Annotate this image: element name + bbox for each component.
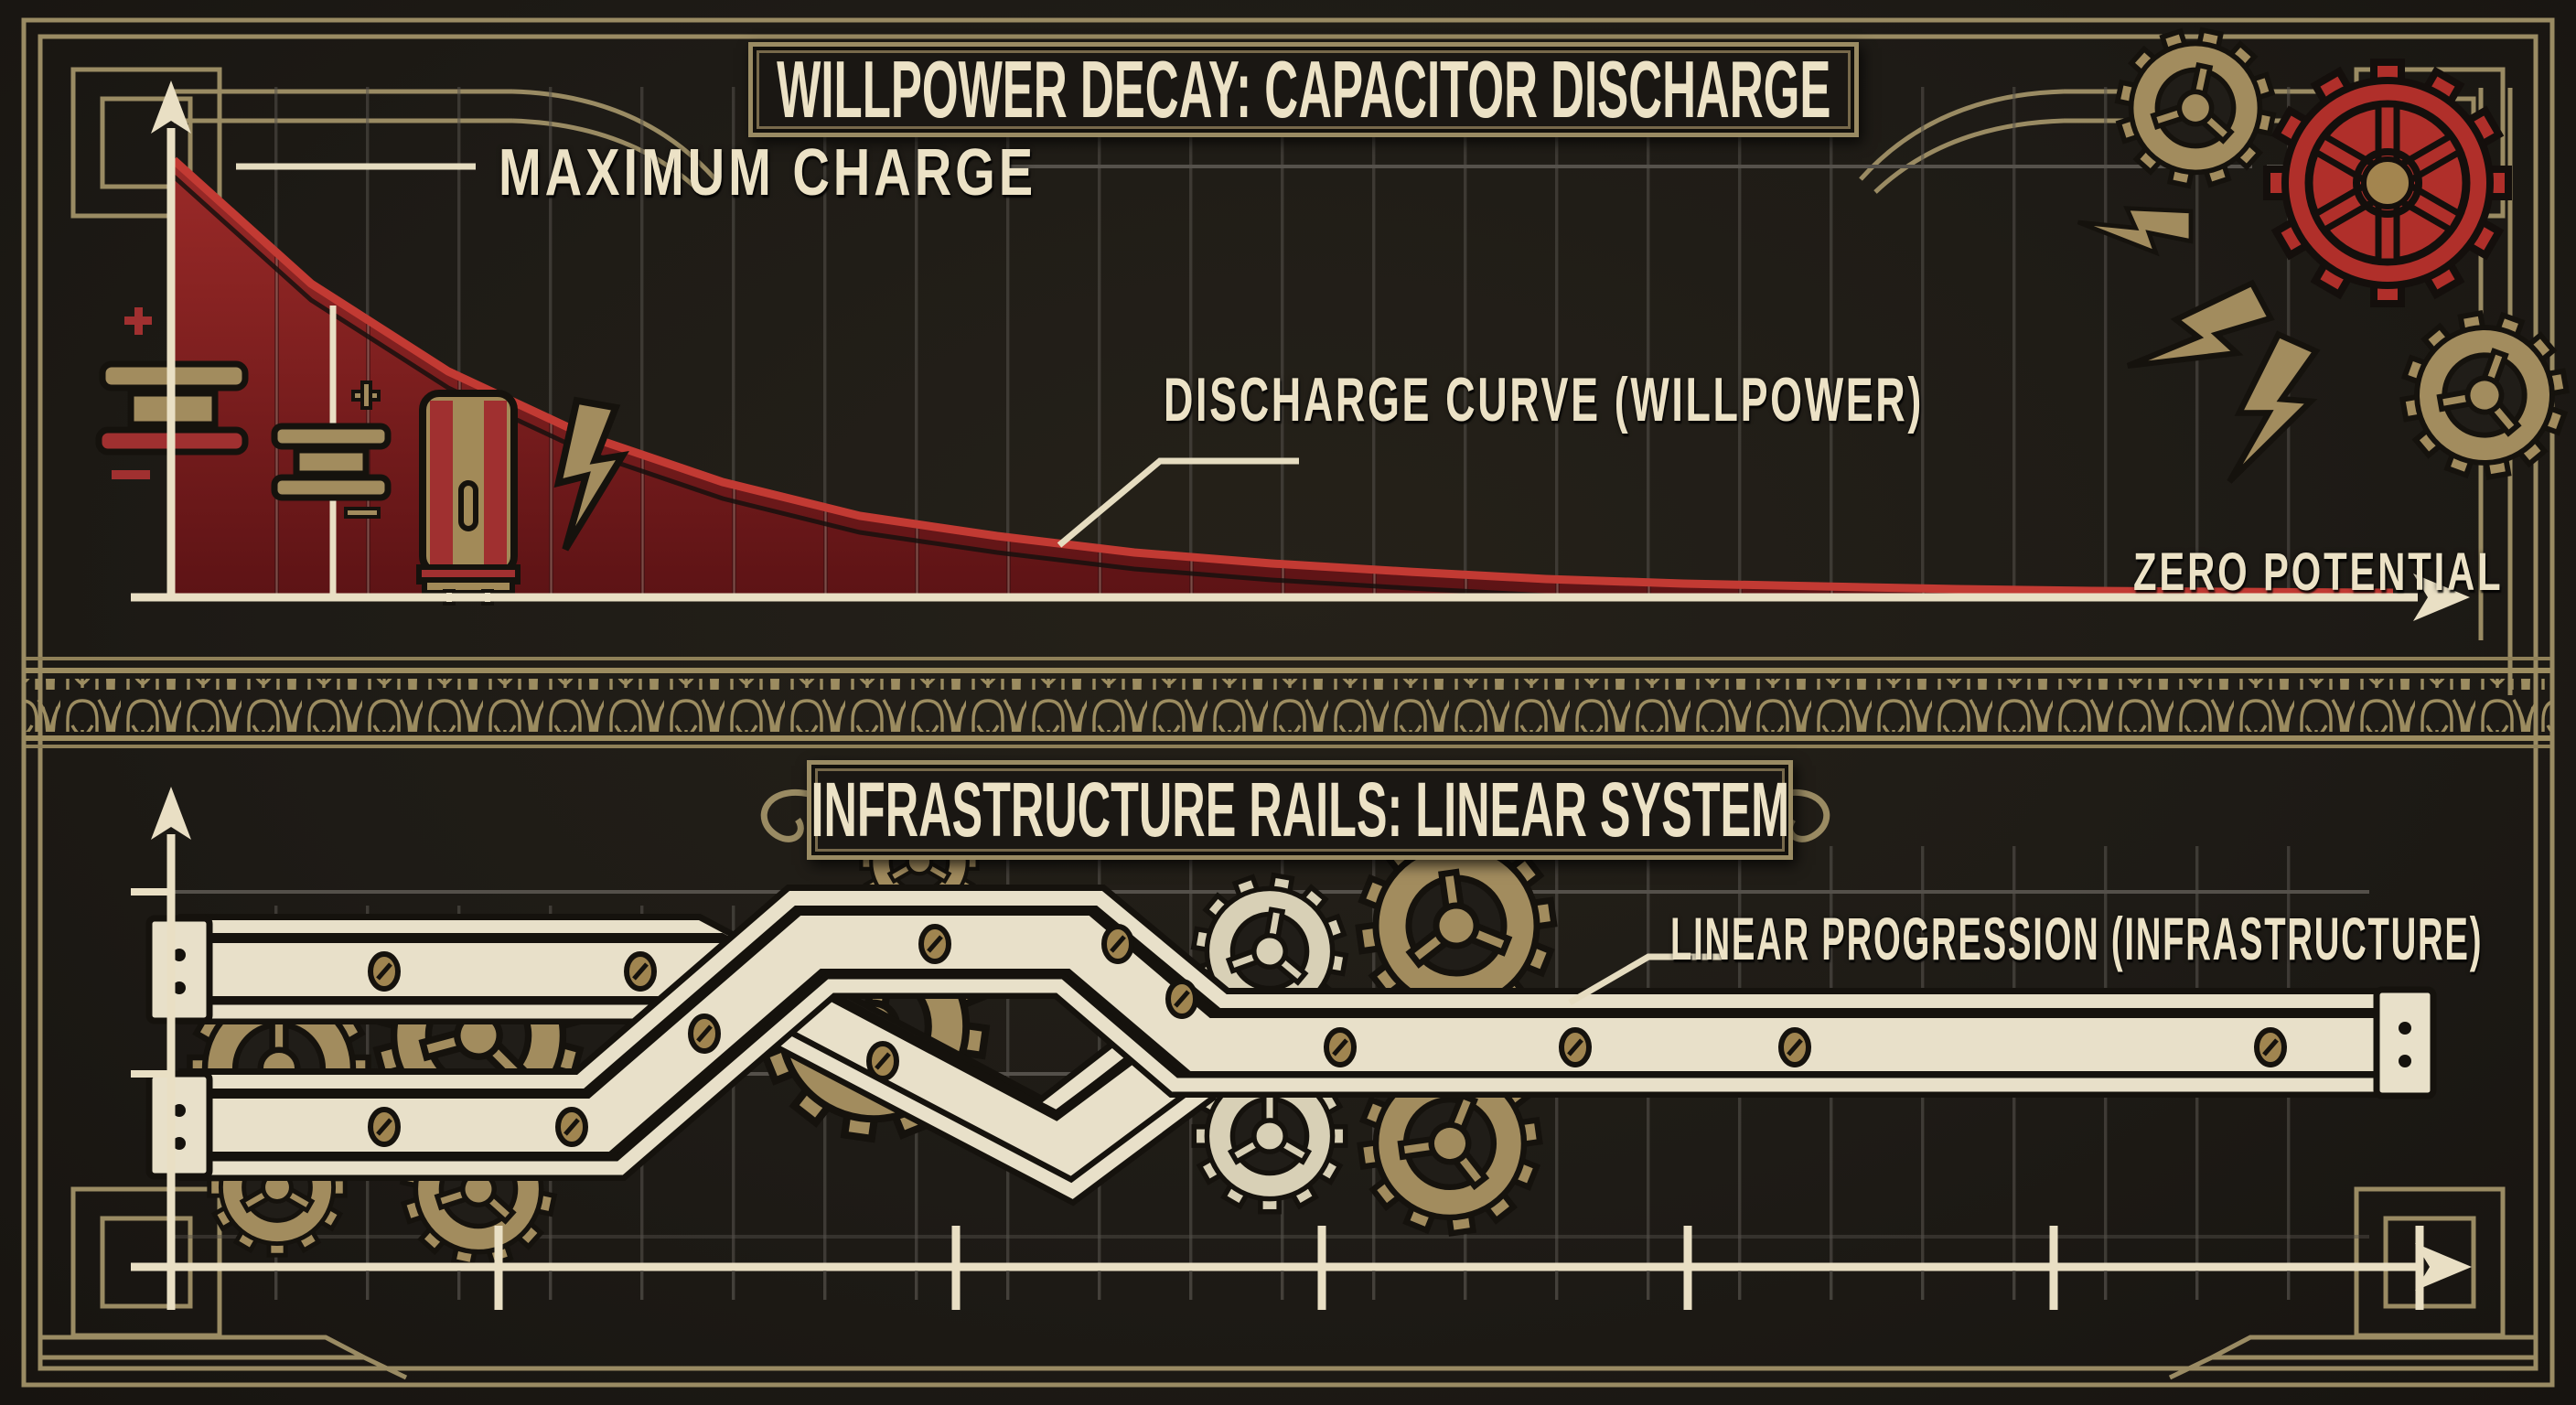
electrolytic-capacitor-icon: [416, 390, 521, 606]
bottom-panel-title: INFRASTRUCTURE RAILS: LINEAR SYSTEM: [807, 760, 1793, 860]
discharge-leader: [1057, 457, 1299, 548]
rail-end-caps: [145, 915, 2437, 1180]
linear-progression-leader: [1568, 953, 1722, 1006]
top-axes: [131, 80, 2470, 621]
bottom-chart: [131, 787, 2472, 1310]
decay-curve: [170, 156, 2394, 597]
axis-up-arrow: [151, 787, 191, 840]
gear-cluster: [2077, 16, 2576, 499]
separator-frieze: [26, 657, 2550, 748]
gear-icon: [2380, 291, 2576, 499]
axis-right-arrow: [2413, 574, 2470, 621]
linear-progression-label: LINEAR PROGRESSION (INFRASTRUCTURE): [1670, 905, 2484, 972]
capacitor-icon: [271, 306, 392, 595]
axis-up-arrow: [151, 80, 191, 134]
discharge-curve-label: DISCHARGE CURVE (WILLPOWER): [1164, 365, 1924, 434]
top-panel-title: WILLPOWER DECAY: CAPACITOR DISCHARGE: [748, 42, 1859, 137]
red-gear-icon: [2263, 59, 2512, 307]
top-chart: [95, 16, 2576, 621]
bottom-axes: [131, 787, 2472, 1310]
bottom-minor-ticks: [224, 1271, 2374, 1300]
zero-potential-label: ZERO POTENTIAL: [2133, 542, 2504, 602]
top-panel-title-text: WILLPOWER DECAY: CAPACITOR DISCHARGE: [776, 44, 1831, 134]
max-charge-label: MAXIMUM CHARGE: [499, 136, 1037, 209]
axis-right-arrow: [2415, 1243, 2472, 1291]
bottom-panel-title-text: INFRASTRUCTURE RAILS: LINEAR SYSTEM: [810, 767, 1789, 853]
